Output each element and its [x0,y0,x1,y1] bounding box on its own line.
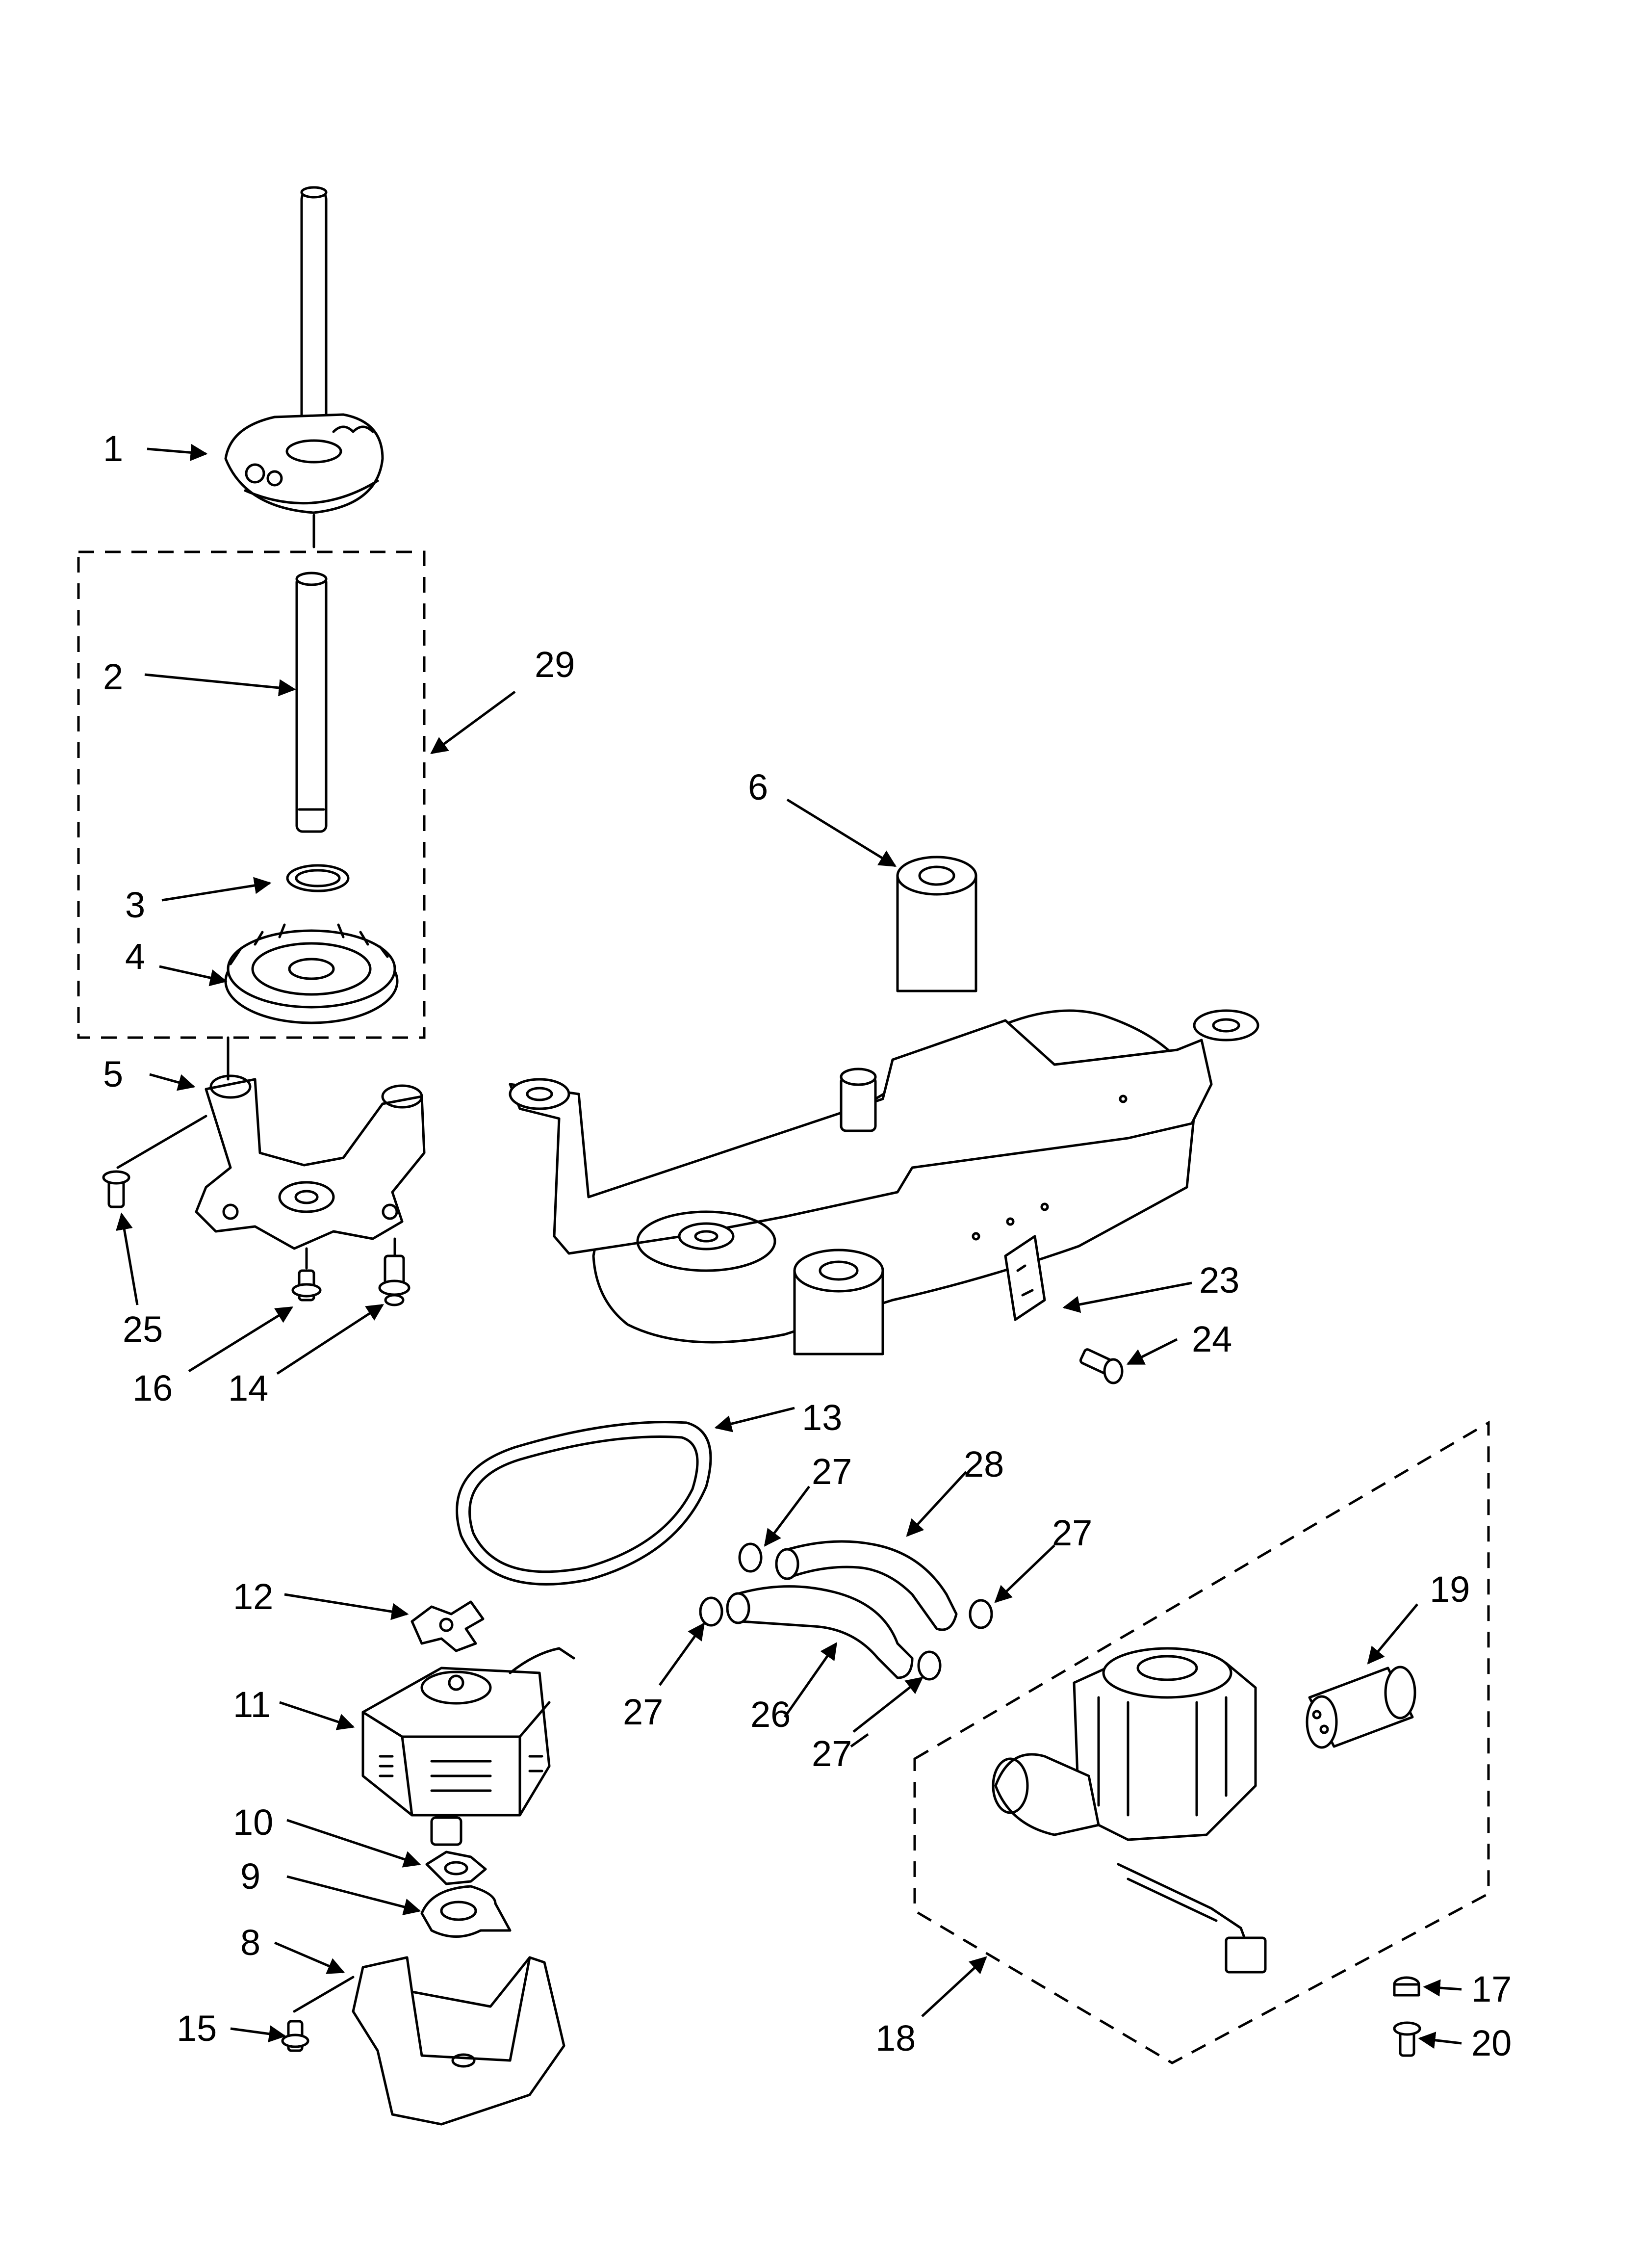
part-23-clip [1004,1235,1046,1321]
part-17-nut [1393,1976,1420,1997]
callout-1: 1 [103,428,123,469]
callout-18: 18 [875,2018,916,2059]
part-3-retaining-ring [286,864,350,892]
callout-29: 29 [535,644,575,685]
callout-20: 20 [1471,2023,1512,2063]
callout-12: 12 [233,1576,273,1617]
part-25-screw [102,1170,130,1208]
part-20-screw [1393,2021,1421,2057]
part-12-clip [410,1600,485,1652]
leader-lines [116,443,1462,2049]
callout-27d: 27 [812,1733,852,1774]
callout-26: 26 [750,1694,791,1735]
part-26-hose [726,1585,914,1679]
callout-16: 16 [132,1368,173,1408]
callout-5: 5 [103,1054,123,1095]
part-27-clamp-d [917,1650,942,1681]
part-4-cam-pulley [224,923,399,1024]
callout-8: 8 [240,1922,260,1963]
callout-27a: 27 [812,1451,852,1492]
callout-25: 25 [123,1309,163,1350]
part-27-clamp-c [699,1596,723,1627]
callout-11: 11 [233,1684,271,1725]
callout-6: 6 [748,767,768,808]
part-13-belt [456,1421,712,1586]
part-15-screw [281,2020,309,2052]
callout-28: 28 [964,1444,1004,1485]
part-18-pump [992,1647,1267,1974]
callout-13: 13 [802,1397,842,1438]
part-27-clamp-a [738,1542,763,1573]
part-14-stud [378,1254,410,1306]
part-11-motor [361,1647,575,1846]
part-28-hose [775,1540,958,1631]
callout-15: 15 [177,2008,217,2049]
part-27-clamp-b [969,1599,993,1629]
callout-10: 10 [233,1802,273,1843]
callout-9: 9 [240,1856,260,1897]
callouts: 1 2 29 3 4 5 6 25 16 14 23 24 13 27 28 2… [103,428,1512,2063]
part-1-shaft-brake [224,186,384,548]
callout-4: 4 [125,936,145,977]
part-8-shield [293,1956,565,2126]
callout-3: 3 [125,885,145,925]
callout-19: 19 [1430,1569,1470,1610]
callout-27c: 27 [623,1692,663,1732]
callout-14: 14 [228,1368,268,1408]
part-9-fan [420,1885,512,1938]
part-6-gearcase-base [509,856,1259,1356]
part-5-bracket [116,1074,426,1270]
kit-29-dashed-box [77,550,426,1039]
callout-17: 17 [1471,1969,1512,2009]
callout-24: 24 [1192,1319,1232,1359]
part-2-shaft [295,572,328,833]
part-19-capacitor [1306,1666,1416,1749]
callout-2: 2 [103,656,123,697]
callout-23: 23 [1199,1260,1239,1301]
callout-27b: 27 [1052,1512,1092,1553]
part-10-coupler [425,1851,487,1885]
part-24-screw [1079,1348,1124,1384]
part-16-screw [291,1269,322,1302]
